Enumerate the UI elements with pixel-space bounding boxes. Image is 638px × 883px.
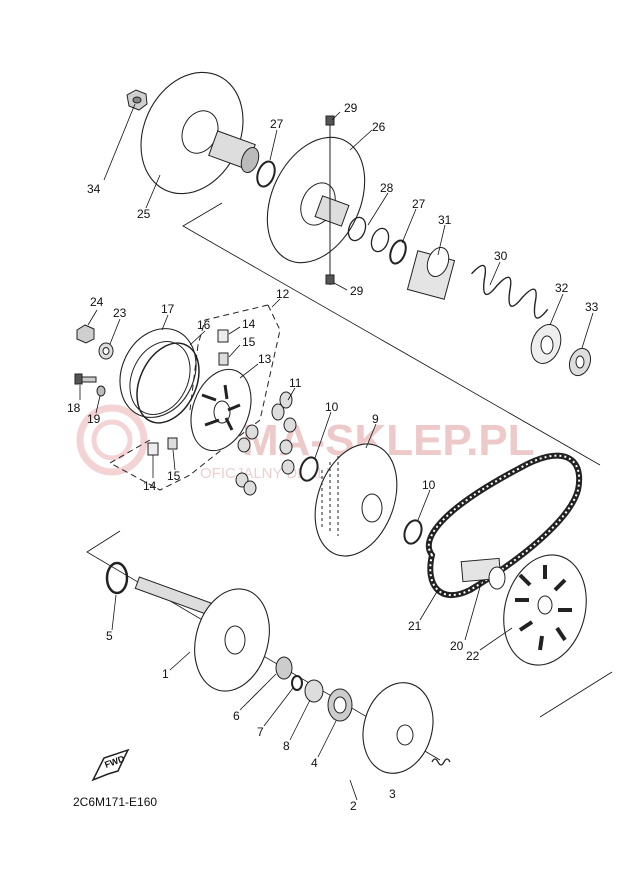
part-13-variator <box>190 368 252 452</box>
callout-16: 16 <box>197 318 211 332</box>
callout-9: 9 <box>372 412 379 426</box>
part-1-clutch-housing <box>134 576 270 692</box>
callout-25: 25 <box>137 207 151 221</box>
callout-30: 30 <box>494 249 508 263</box>
part-27-ring-2 <box>389 239 407 265</box>
part-26-secondary-sheave <box>266 115 366 285</box>
callout-4: 4 <box>311 756 318 770</box>
callout-26: 26 <box>372 120 386 134</box>
callout-11: 11 <box>289 376 302 390</box>
part-12-kit-outline <box>108 304 281 491</box>
part-28-o-rings <box>347 216 390 253</box>
callout-18: 18 <box>67 401 81 415</box>
part-34-nut <box>126 89 148 111</box>
callout-28: 28 <box>380 181 394 195</box>
callout-33: 33 <box>585 300 599 314</box>
part-22-fan <box>503 554 587 666</box>
callout-10-top: 10 <box>325 400 339 414</box>
callout-12: 12 <box>276 287 290 301</box>
part-6-bearing <box>275 656 293 680</box>
part-32-washer <box>530 324 562 364</box>
part-2-clutch-carrier <box>362 682 434 774</box>
callout-10-bottom: 10 <box>422 478 436 492</box>
leader-lines <box>79 103 594 801</box>
callout-1: 1 <box>162 667 169 681</box>
part-20-sleeve <box>460 557 506 590</box>
callout-14-top: 14 <box>242 317 256 331</box>
part-18-bolt <box>74 373 97 385</box>
part-14-15-sliders <box>147 329 229 456</box>
fwd-arrow: FWD <box>91 748 130 782</box>
part-23-washer <box>98 342 114 360</box>
part-16-ring <box>136 342 200 424</box>
part-10-ring-a <box>299 456 319 482</box>
part-10-ring-b <box>403 519 423 545</box>
callout-29-top: 29 <box>344 101 358 115</box>
callout-29-bottom: 29 <box>350 284 364 298</box>
diagram-code: 2C6M171-E160 <box>73 795 157 809</box>
part-31-collar <box>406 246 456 300</box>
callout-24: 24 <box>90 295 104 309</box>
callout-15-bottom: 15 <box>167 469 181 483</box>
callout-23: 23 <box>113 306 127 320</box>
callout-5: 5 <box>106 629 113 643</box>
callout-3: 3 <box>389 787 396 801</box>
part-17-cover <box>119 328 197 418</box>
callout-6: 6 <box>233 709 240 723</box>
part-5-circlip <box>105 561 129 595</box>
part-21-belt <box>425 452 583 598</box>
part-24-nut <box>76 324 95 344</box>
part-4-bearing <box>327 688 353 722</box>
part-7-ring <box>291 675 303 691</box>
callout-22: 22 <box>466 649 480 663</box>
part-27-ring <box>256 160 276 188</box>
callout-27-mid: 27 <box>412 197 426 211</box>
part-3-spring <box>431 758 451 766</box>
callout-labels: 34 25 29 27 26 28 27 31 30 29 32 33 24 2… <box>67 101 599 813</box>
callout-32: 32 <box>555 281 569 295</box>
callout-31: 31 <box>438 213 452 227</box>
callout-27-top: 27 <box>270 117 284 131</box>
callout-15-top: 15 <box>242 335 256 349</box>
part-25-primary-sheave <box>140 71 260 195</box>
callout-2: 2 <box>350 799 357 813</box>
callout-13: 13 <box>258 352 272 366</box>
part-11-rollers <box>235 391 297 496</box>
part-19-washer <box>96 385 106 397</box>
part-30-spring <box>471 264 549 319</box>
callout-17: 17 <box>161 302 175 316</box>
callout-14-bottom: 14 <box>143 479 157 493</box>
part-9-pulley <box>314 443 398 557</box>
part-33-washer <box>568 347 592 377</box>
part-8-collar <box>304 679 324 703</box>
callout-21: 21 <box>408 619 422 633</box>
callout-34: 34 <box>87 182 101 196</box>
callout-20: 20 <box>450 639 464 653</box>
callout-7: 7 <box>257 725 264 739</box>
callout-19: 19 <box>87 412 101 426</box>
callout-8: 8 <box>283 739 290 753</box>
